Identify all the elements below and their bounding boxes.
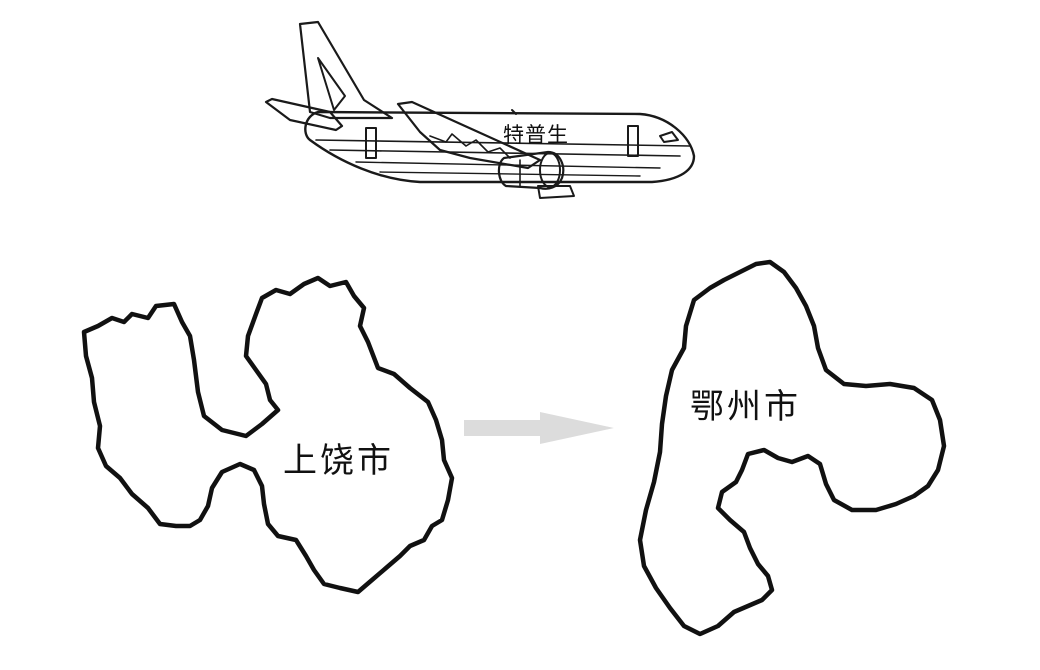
airplane-label: 特普生	[503, 123, 569, 147]
destination-region	[637, 259, 947, 637]
destination-label: 鄂州市	[690, 387, 801, 427]
airplane-icon	[264, 20, 696, 199]
origin-label: 上饶市	[283, 441, 394, 481]
origin-region	[81, 275, 455, 595]
arrow-right-icon	[464, 412, 614, 444]
